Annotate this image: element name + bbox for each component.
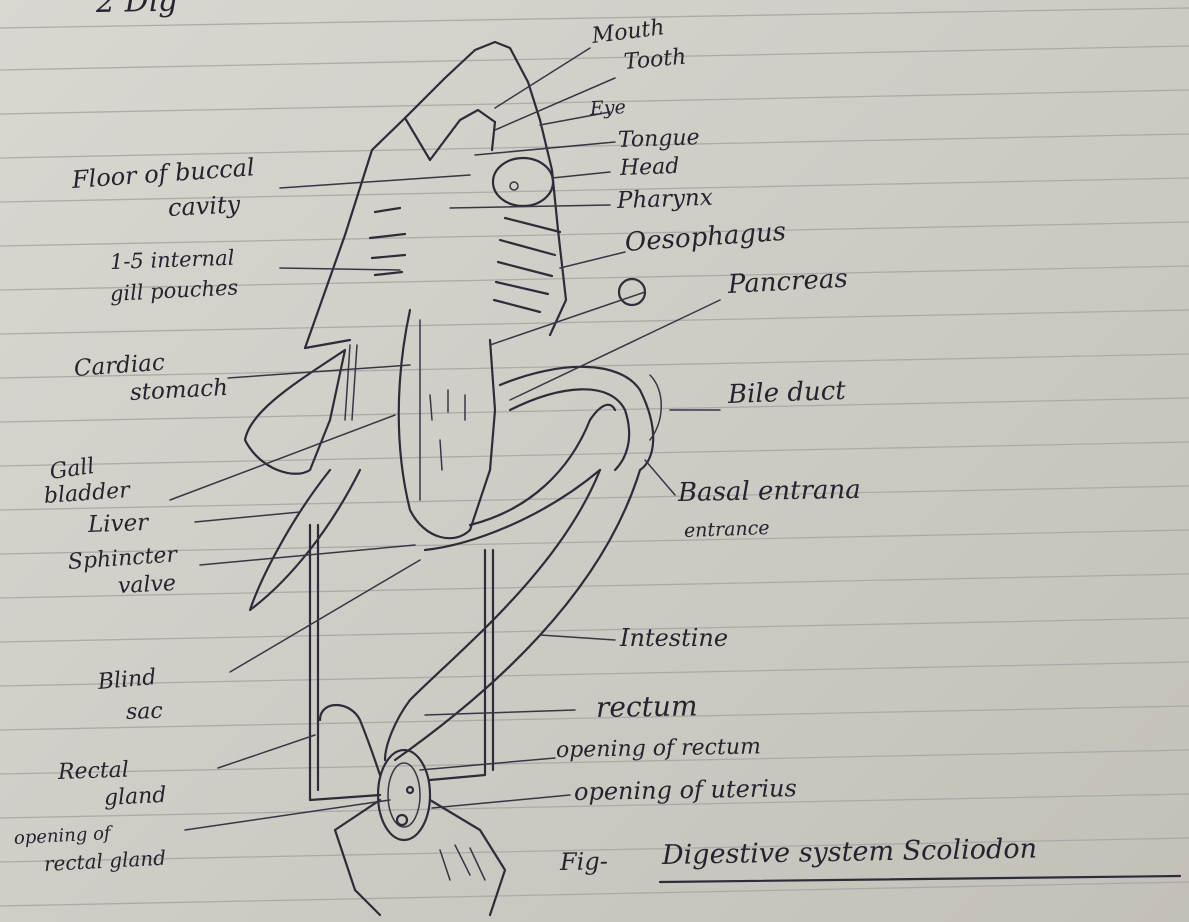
label-bile-duct: Bile duct <box>728 378 847 408</box>
label-head: Head <box>620 156 680 180</box>
label-rectal: Rectal <box>58 760 130 784</box>
label-blind: Blind <box>97 667 157 694</box>
label-floor-of-buccal-line2: cavity <box>167 192 240 220</box>
label-liver: Liver <box>88 512 149 537</box>
ruled-lines <box>0 8 1189 906</box>
vessel-shape <box>310 525 493 800</box>
label-gill-pouches: 1-5 internal <box>110 248 235 273</box>
caption-title: Digestive system Scoliodon <box>662 835 1037 869</box>
label-sphincter-valve: valve <box>117 573 176 598</box>
label-opening-rectal-gland: rectal gland <box>43 848 166 874</box>
label-blind-sac: sac <box>126 701 163 724</box>
label-opening-of-uterus: opening of uterius <box>574 776 797 804</box>
label-rectal-gland: gland <box>103 785 167 810</box>
liver-shape <box>245 345 360 610</box>
label-pancreas: Pancreas <box>727 266 848 298</box>
label-opening-of: opening of <box>14 825 112 848</box>
stomach-shape <box>399 310 495 538</box>
caption-prefix: Fig- <box>560 849 608 874</box>
caption-underline <box>660 876 1180 882</box>
label-rectum: rectum <box>596 692 698 722</box>
page-heading: 2 Dig <box>96 0 178 18</box>
label-tongue: Tongue <box>618 127 700 152</box>
label-tooth: Tooth <box>623 47 687 74</box>
label-basal-entrance-line2: entrance <box>684 519 770 541</box>
label-gall-bladder: bladder <box>43 480 130 508</box>
label-pharynx: Pharynx <box>617 187 714 213</box>
label-eye: Eye <box>590 98 627 119</box>
label-basal-entrance: Basal entrana <box>678 477 861 506</box>
label-intestine: Intestine <box>620 626 728 650</box>
label-opening-of-rectum: opening of rectum <box>556 736 761 762</box>
label-cardiac: Cardiac <box>73 352 165 381</box>
gill-slits <box>370 208 560 312</box>
pancreas-shape <box>619 279 645 305</box>
label-cardiac-stomach: stomach <box>129 377 228 405</box>
eye-icon <box>493 158 553 206</box>
